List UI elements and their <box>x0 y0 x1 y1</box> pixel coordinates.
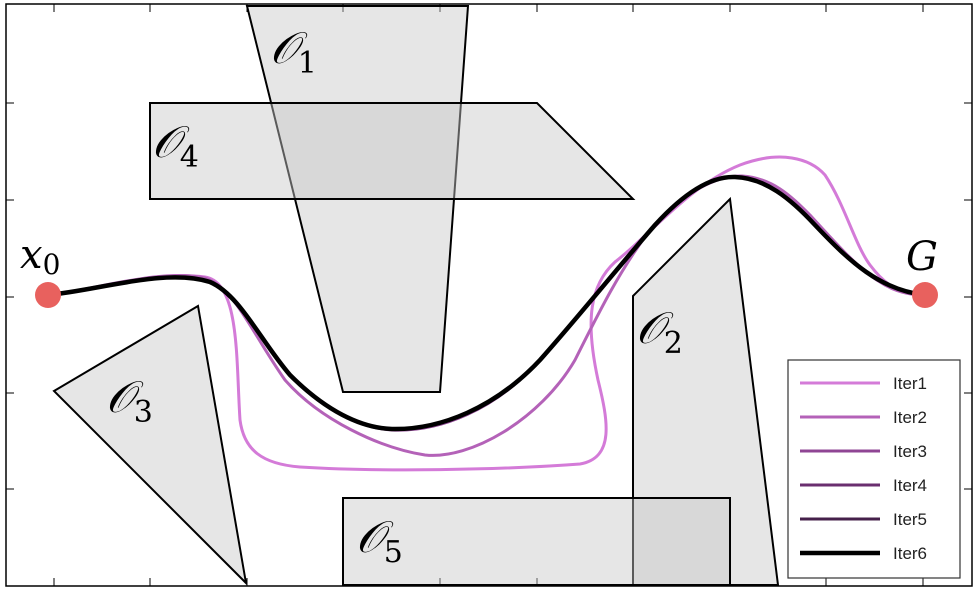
legend-label-iter1: Iter1 <box>893 374 927 393</box>
trajectory-iter1 <box>46 155 927 472</box>
legend-label-iter6: Iter6 <box>893 544 927 563</box>
obstacle-o5 <box>342 497 731 586</box>
trajectory-iter6 <box>45 174 928 432</box>
legend: Iter1 Iter2 Iter3 Iter4 Iter5 Iter6 <box>787 359 961 579</box>
legend-label-iter5: Iter5 <box>893 510 927 529</box>
start-label: x0 <box>20 232 60 281</box>
legend-label-iter4: Iter4 <box>893 476 927 495</box>
legend-box <box>787 359 961 579</box>
legend-label-iter3: Iter3 <box>893 442 927 461</box>
obstacle-o5-label: 𝒪5 <box>356 512 403 570</box>
legend-label-iter2: Iter2 <box>893 408 927 427</box>
obstacle-o2 <box>632 196 780 586</box>
obstacle-o4 <box>149 102 636 200</box>
obstacle-o3 <box>52 304 248 586</box>
trajectories <box>45 155 928 472</box>
start-point <box>35 282 61 308</box>
goal-label: G <box>906 234 938 280</box>
goal-point <box>912 282 938 308</box>
